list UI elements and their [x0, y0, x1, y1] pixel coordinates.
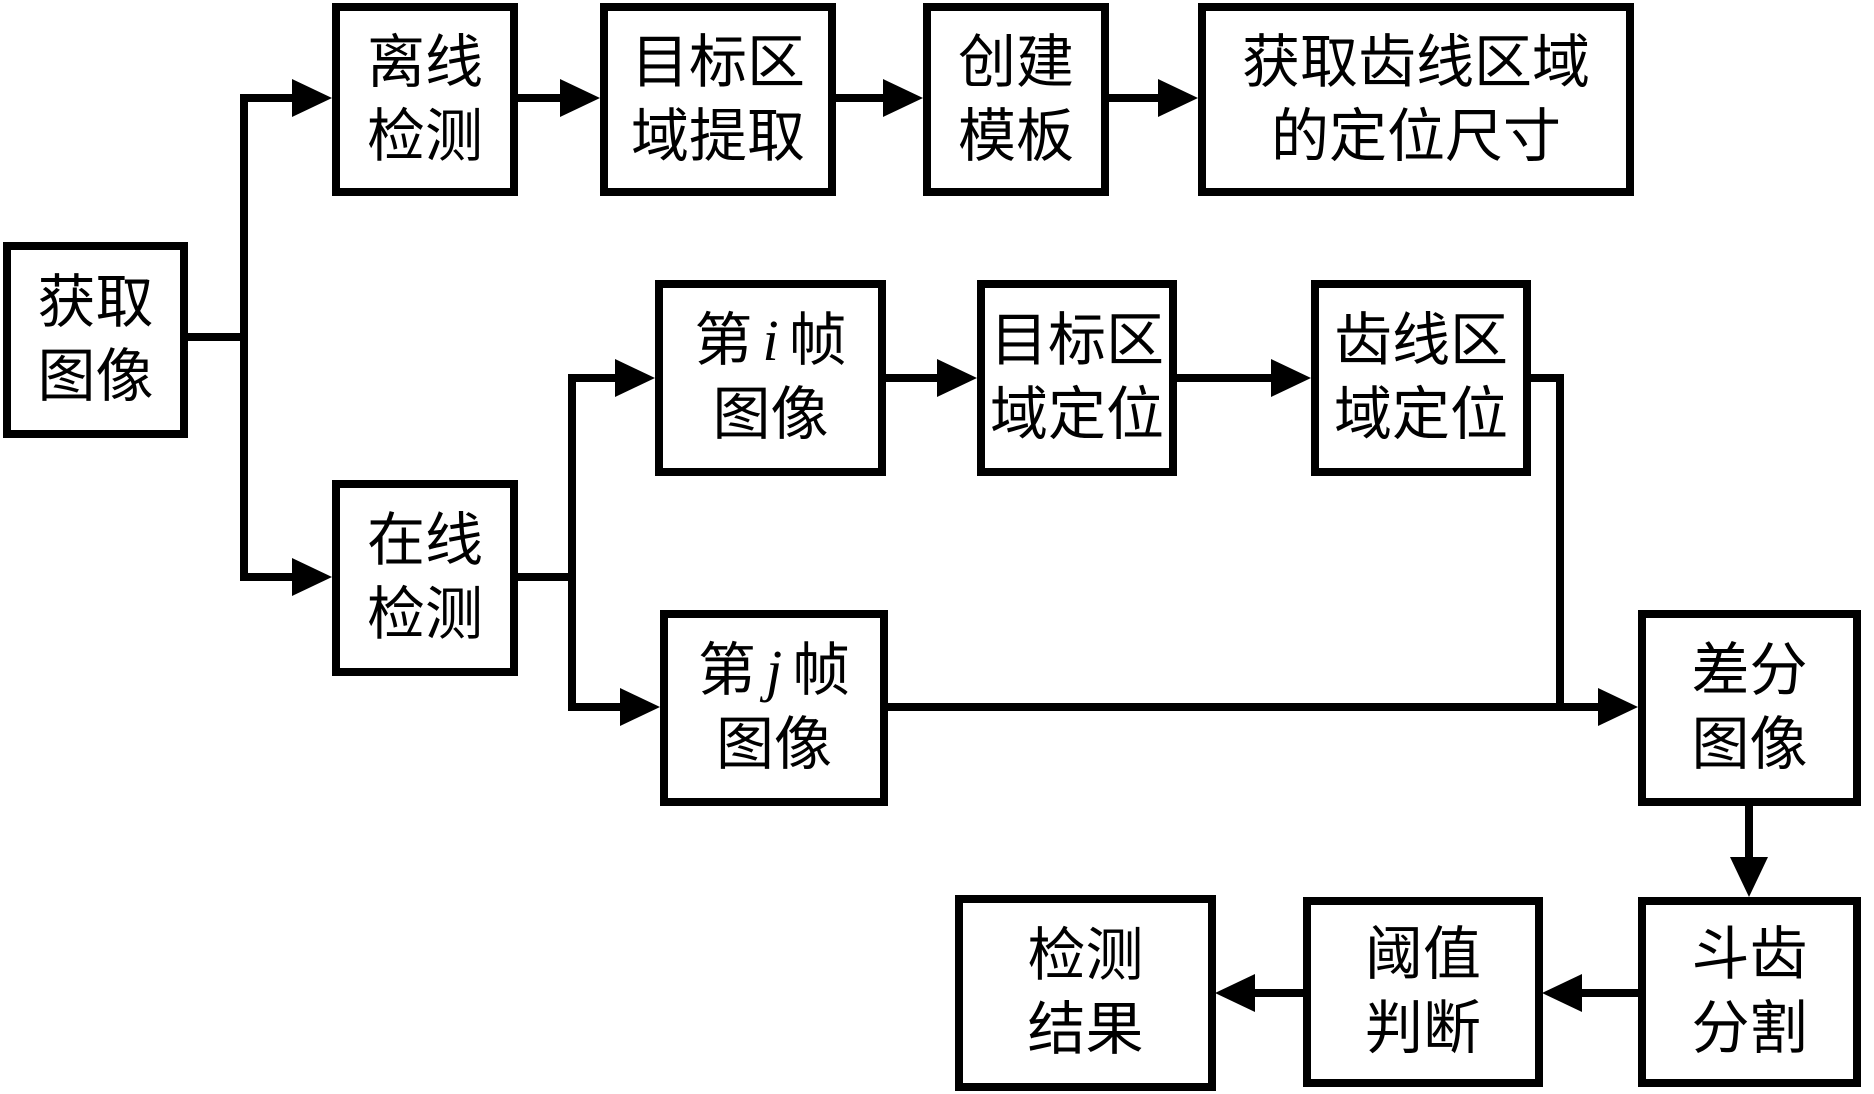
edge-to-offline-line	[248, 94, 302, 102]
frame-index-variable: j	[765, 638, 783, 703]
arrowhead-location-tooth	[1271, 359, 1311, 397]
arrowhead-threshold-result	[1215, 974, 1255, 1012]
node-label: 分割	[1691, 996, 1808, 1061]
node-label: 在线	[366, 508, 483, 573]
node-label: 齿线区	[1333, 308, 1508, 373]
node-tooth-line-region-size: 获取齿线区域 的定位尺寸	[1198, 3, 1634, 196]
edge-to-frame-j-line	[576, 703, 620, 711]
node-online-detection: 在线 检测	[332, 480, 518, 676]
node-label: 判断	[1364, 996, 1481, 1061]
node-label: 检测	[366, 103, 483, 169]
frame-index-variable: i	[762, 308, 779, 373]
node-label: 的定位尺寸	[1270, 103, 1561, 169]
node-label: 结果	[1027, 997, 1144, 1062]
node-label: 图像	[37, 344, 154, 409]
node-label: 差分	[1691, 638, 1808, 703]
arrowhead-to-difference	[1598, 688, 1638, 726]
edge-acquire-branch-stub	[188, 333, 248, 341]
node-label: 离线	[366, 29, 483, 95]
edge-extraction-template-line	[836, 94, 883, 102]
edge-to-online-line	[248, 573, 292, 581]
node-label: 阈值	[1364, 922, 1481, 987]
node-label: 检测	[366, 582, 483, 647]
edge-frame-i-location-line	[886, 374, 937, 382]
edge-template-size-line	[1109, 94, 1158, 102]
edge-threshold-result-line	[1255, 989, 1303, 997]
arrowhead-offline-extraction	[560, 79, 600, 117]
arrowhead-template-size	[1158, 79, 1198, 117]
node-acquire-image: 获取 图像	[3, 242, 188, 438]
edge-branch-vertical	[240, 94, 248, 581]
edge-online-split-vertical	[568, 374, 576, 711]
arrowhead-to-frame-j	[620, 688, 660, 726]
arrowhead-segmentation-threshold	[1542, 974, 1582, 1012]
node-threshold-judgment: 阈值 判断	[1303, 897, 1543, 1087]
node-bucket-tooth-segmentation: 斗齿 分割	[1638, 897, 1861, 1087]
edge-to-frame-i-line	[576, 374, 615, 382]
arrowhead-difference-segmentation	[1730, 857, 1768, 897]
edge-difference-segmentation-line	[1745, 806, 1753, 857]
node-label: 图像	[715, 712, 832, 777]
edge-frame-j-difference-line	[888, 703, 1598, 711]
node-label: 获取齿线区域	[1241, 29, 1590, 95]
node-label: 图像	[712, 382, 829, 447]
node-label: 模板	[957, 103, 1074, 169]
edge-tooth-down-stub	[1531, 374, 1564, 382]
node-tooth-line-region-location: 齿线区 域定位	[1311, 280, 1531, 476]
node-label: 域提取	[630, 103, 805, 169]
node-offline-detection: 离线 检测	[332, 3, 518, 196]
node-label: 斗齿	[1691, 922, 1808, 987]
node-target-region-extraction: 目标区 域提取	[600, 3, 836, 196]
node-create-template: 创建 模板	[923, 3, 1109, 196]
edge-location-tooth-line	[1177, 374, 1271, 382]
node-label: 检测	[1027, 923, 1144, 988]
arrowhead-frame-i-location	[937, 359, 977, 397]
node-label: 创建	[957, 29, 1074, 95]
node-difference-image: 差分 图像	[1638, 610, 1861, 806]
arrowhead-to-offline	[292, 79, 332, 117]
node-detection-result: 检测 结果	[955, 895, 1216, 1091]
arrowhead-to-online	[292, 558, 332, 596]
node-label: 域定位	[989, 382, 1164, 447]
node-label: 域定位	[1333, 382, 1508, 447]
edge-tooth-down-vertical	[1556, 374, 1564, 711]
node-label: 图像	[1691, 712, 1808, 777]
node-label: 获取	[37, 270, 154, 335]
node-label: 目标区	[630, 29, 805, 95]
edge-segmentation-threshold-line	[1582, 989, 1638, 997]
arrowhead-to-frame-i	[615, 359, 655, 397]
edge-online-split-stub	[518, 573, 576, 581]
edge-offline-extraction-line	[518, 94, 560, 102]
node-target-region-location: 目标区 域定位	[977, 280, 1177, 476]
node-label: 目标区	[989, 308, 1164, 373]
arrowhead-extraction-template	[883, 79, 923, 117]
